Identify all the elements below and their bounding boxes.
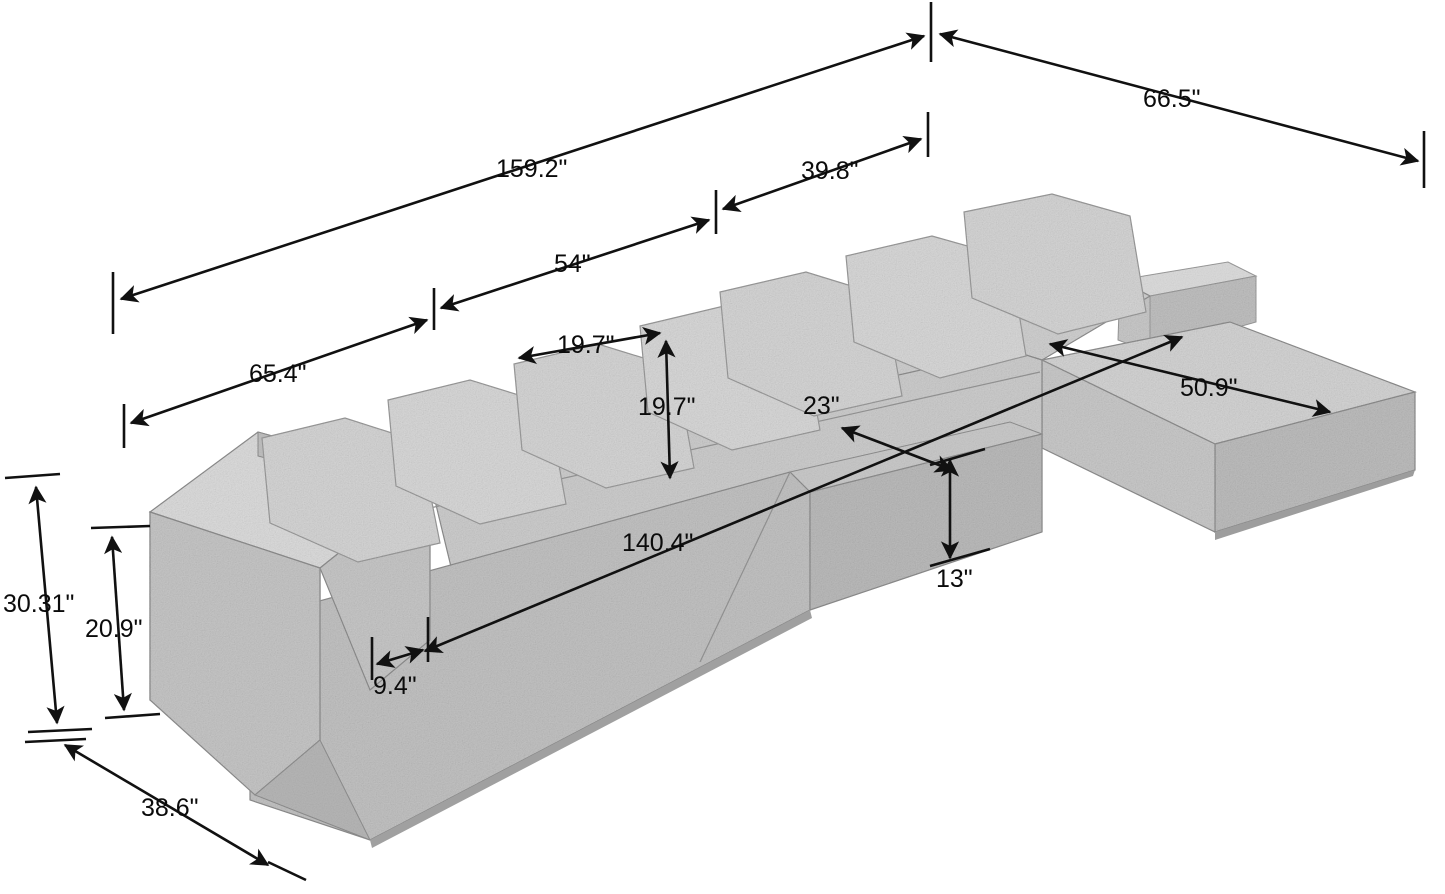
tick-30-31-top [4,472,61,480]
dimlabel-19-7-width: 19.7" [557,331,615,359]
sofa-front-bottom-bevel [254,739,372,841]
tick-38-6-left [24,737,87,744]
dimlabel-30-31: 30.31" [3,590,74,618]
tick-13-top [929,447,986,467]
dimline-159-2 [119,32,926,303]
dimlabel-13: 13" [936,565,973,593]
dimlabel-39-8: 39.8" [801,157,859,185]
tick-13-bottom [929,547,991,568]
tick-20-9-top [90,524,151,530]
dimlabel-140-4: 140.4" [622,529,693,557]
dimlabel-19-7-height: 19.7" [638,393,696,421]
dimlabel-159-2: 159.2" [496,155,567,183]
sofa-front-bottom-shadow [370,610,812,848]
dimlabel-38-6: 38.6" [141,794,199,822]
dimlabel-65-4: 65.4" [249,360,307,388]
dimline-66-5 [938,29,1420,166]
sofa-illustration [148,193,1417,848]
dimension-layer: 66.5" 159.2" 39.8" 54" 65.4" 19.7" 19.7 [3,2,1426,882]
dimline-65-4 [129,316,429,427]
dimline-39-8 [721,135,923,213]
dimline-20-9 [104,535,132,712]
tick-30-31-bottom [27,727,93,734]
dimline-140-4 [423,334,1184,654]
tick-20-9-bottom [104,712,161,720]
dimline-54 [439,216,711,312]
dimlabel-23: 23" [803,392,840,420]
dimline-38-6 [63,743,270,867]
pillow-7 [963,193,1147,335]
dimlabel-50-9: 50.9" [1180,374,1238,402]
dimlabel-54: 54" [554,250,591,278]
dimline-30-31 [28,485,65,725]
chaise-base-shadow [1215,470,1415,540]
dimline-9-4 [375,646,425,668]
tick-38-6-right [267,860,307,882]
dimlabel-9-4: 9.4" [373,672,417,700]
dimlabel-66-5: 66.5" [1143,85,1201,113]
dimlabel-20-9: 20.9" [85,615,143,643]
